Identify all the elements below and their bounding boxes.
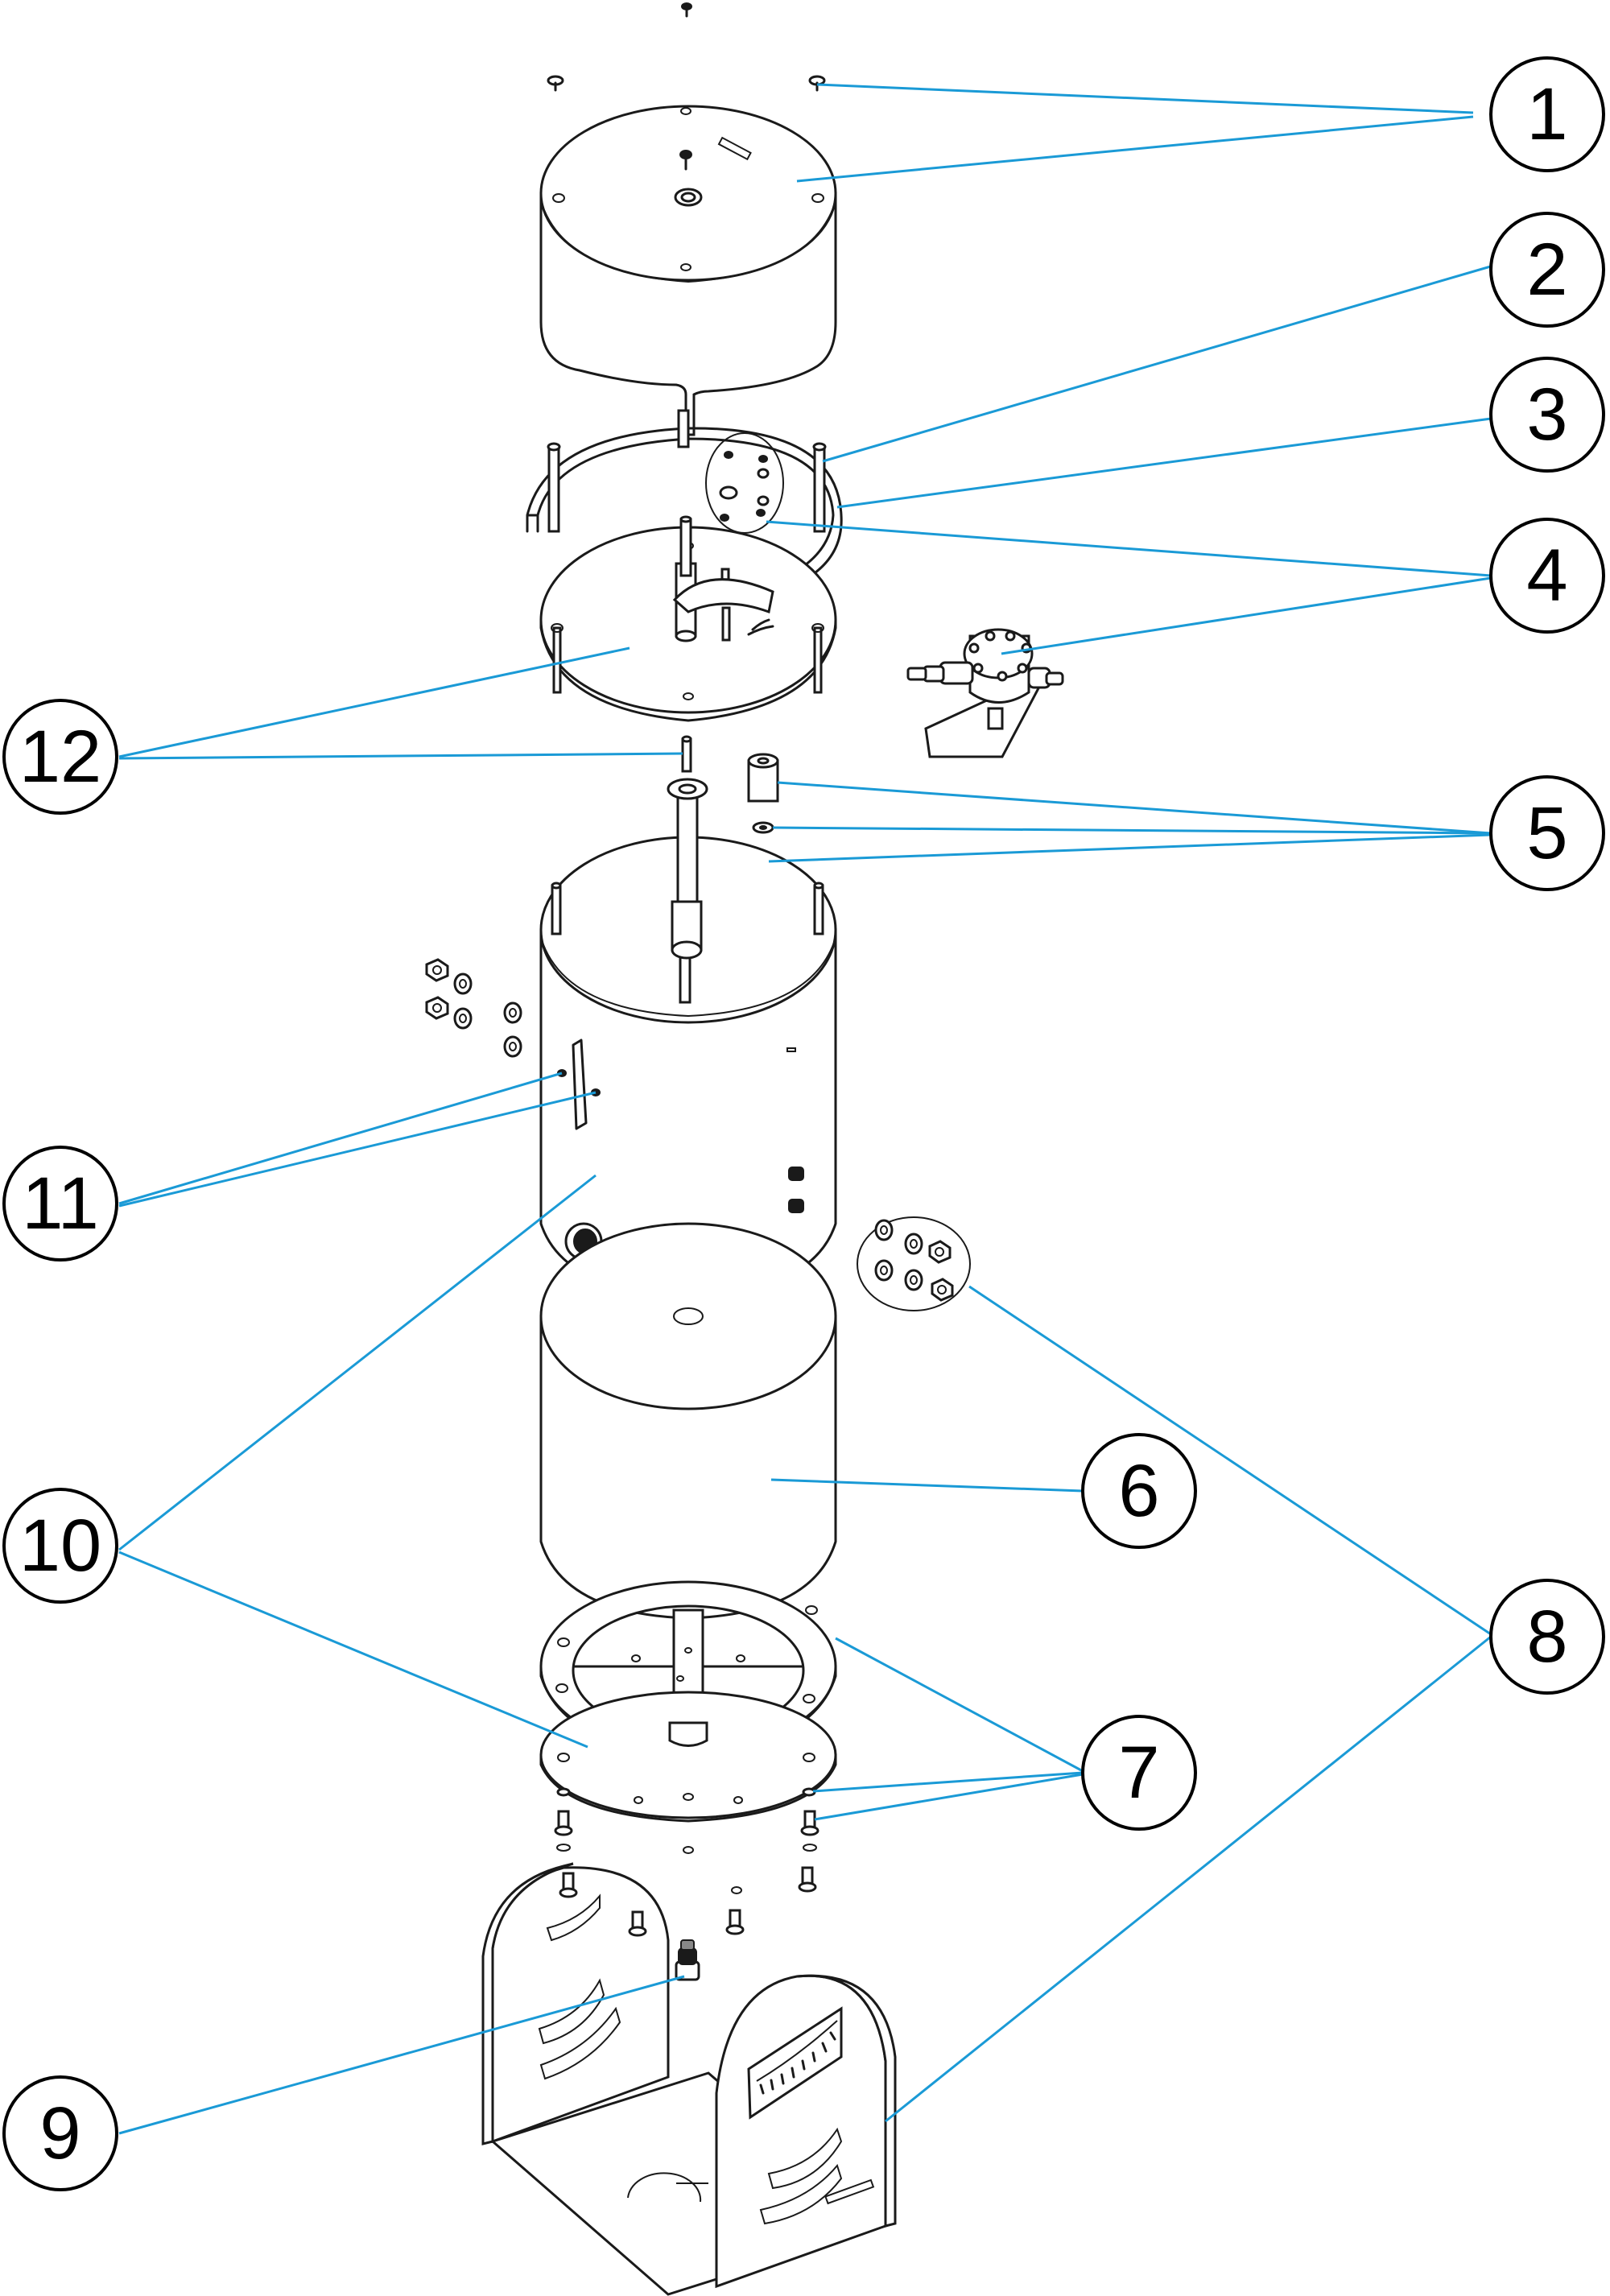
callout-2-label: 2: [1526, 229, 1567, 311]
part-11-nuts-washers: [425, 958, 522, 1058]
callout-8-label: 8: [1526, 1596, 1567, 1678]
leader-4a: [766, 520, 1492, 577]
part-1-lid: [539, 75, 837, 436]
leader-7b: [812, 1771, 1084, 1793]
part-10-base-plate: [539, 1691, 837, 1823]
callout-5-label: 5: [1526, 792, 1567, 874]
leader-3: [836, 417, 1492, 509]
leader-5c: [768, 833, 1492, 863]
callout-6-label: 6: [1118, 1450, 1159, 1532]
leader-5a: [777, 781, 1492, 835]
callout-10-label: 10: [19, 1505, 101, 1587]
part-4-pump: [906, 628, 1064, 758]
leader-8b: [885, 1635, 1492, 2123]
leader-1a: [816, 83, 1474, 114]
leader-10a: [118, 1174, 597, 1551]
callout-1-label: 1: [1526, 73, 1567, 155]
leader-6: [770, 1478, 1084, 1493]
callout-12-label: 12: [19, 716, 101, 798]
callout-8: 8: [1489, 1579, 1605, 1695]
callout-10: 10: [2, 1488, 118, 1604]
leader-7c: [814, 1773, 1084, 1821]
callout-9-label: 9: [39, 2092, 80, 2174]
part-12-plate: [539, 515, 837, 722]
callout-3: 3: [1489, 357, 1605, 473]
callout-7: 7: [1081, 1715, 1197, 1831]
callouts: 1 2 3 4 5 6 7 8: [2, 56, 1605, 2191]
parts: [425, 2, 1064, 2296]
leader-4b: [1001, 576, 1492, 655]
callout-6: 6: [1081, 1433, 1197, 1549]
leader-8a: [968, 1285, 1492, 1636]
leader-12b: [118, 752, 683, 760]
leader-9: [118, 1975, 685, 2135]
leader-10b: [118, 1551, 588, 1749]
leader-lines: [118, 83, 1494, 2135]
leader-11b: [118, 1091, 597, 1208]
part-8-nuts-washers: [857, 1216, 971, 1311]
part-6-shell: [539, 1222, 837, 1620]
leader-11a: [118, 1072, 563, 1205]
callout-4: 4: [1489, 518, 1605, 634]
callout-1: 1: [1489, 56, 1605, 172]
leader-2: [822, 264, 1494, 463]
part-10-cylinder: [539, 778, 837, 1298]
base-stand: [481, 1862, 897, 2296]
callout-9: 9: [2, 2075, 118, 2191]
callout-4-label: 4: [1526, 535, 1567, 617]
leader-12a: [118, 646, 630, 758]
leader-5b: [772, 826, 1492, 835]
part-12-pin: [681, 735, 692, 773]
leader-1b: [796, 115, 1474, 183]
callout-2: 2: [1489, 212, 1605, 328]
leader-7a: [835, 1637, 1084, 1773]
callout-11-label: 11: [22, 1162, 99, 1245]
callout-5: 5: [1489, 775, 1605, 891]
callout-7-label: 7: [1118, 1732, 1159, 1814]
callout-12: 12: [2, 699, 118, 815]
callout-11: 11: [2, 1146, 118, 1262]
stand-bolts: [554, 1810, 819, 1894]
callout-3-label: 3: [1526, 374, 1567, 456]
top-screw: [681, 2, 692, 18]
